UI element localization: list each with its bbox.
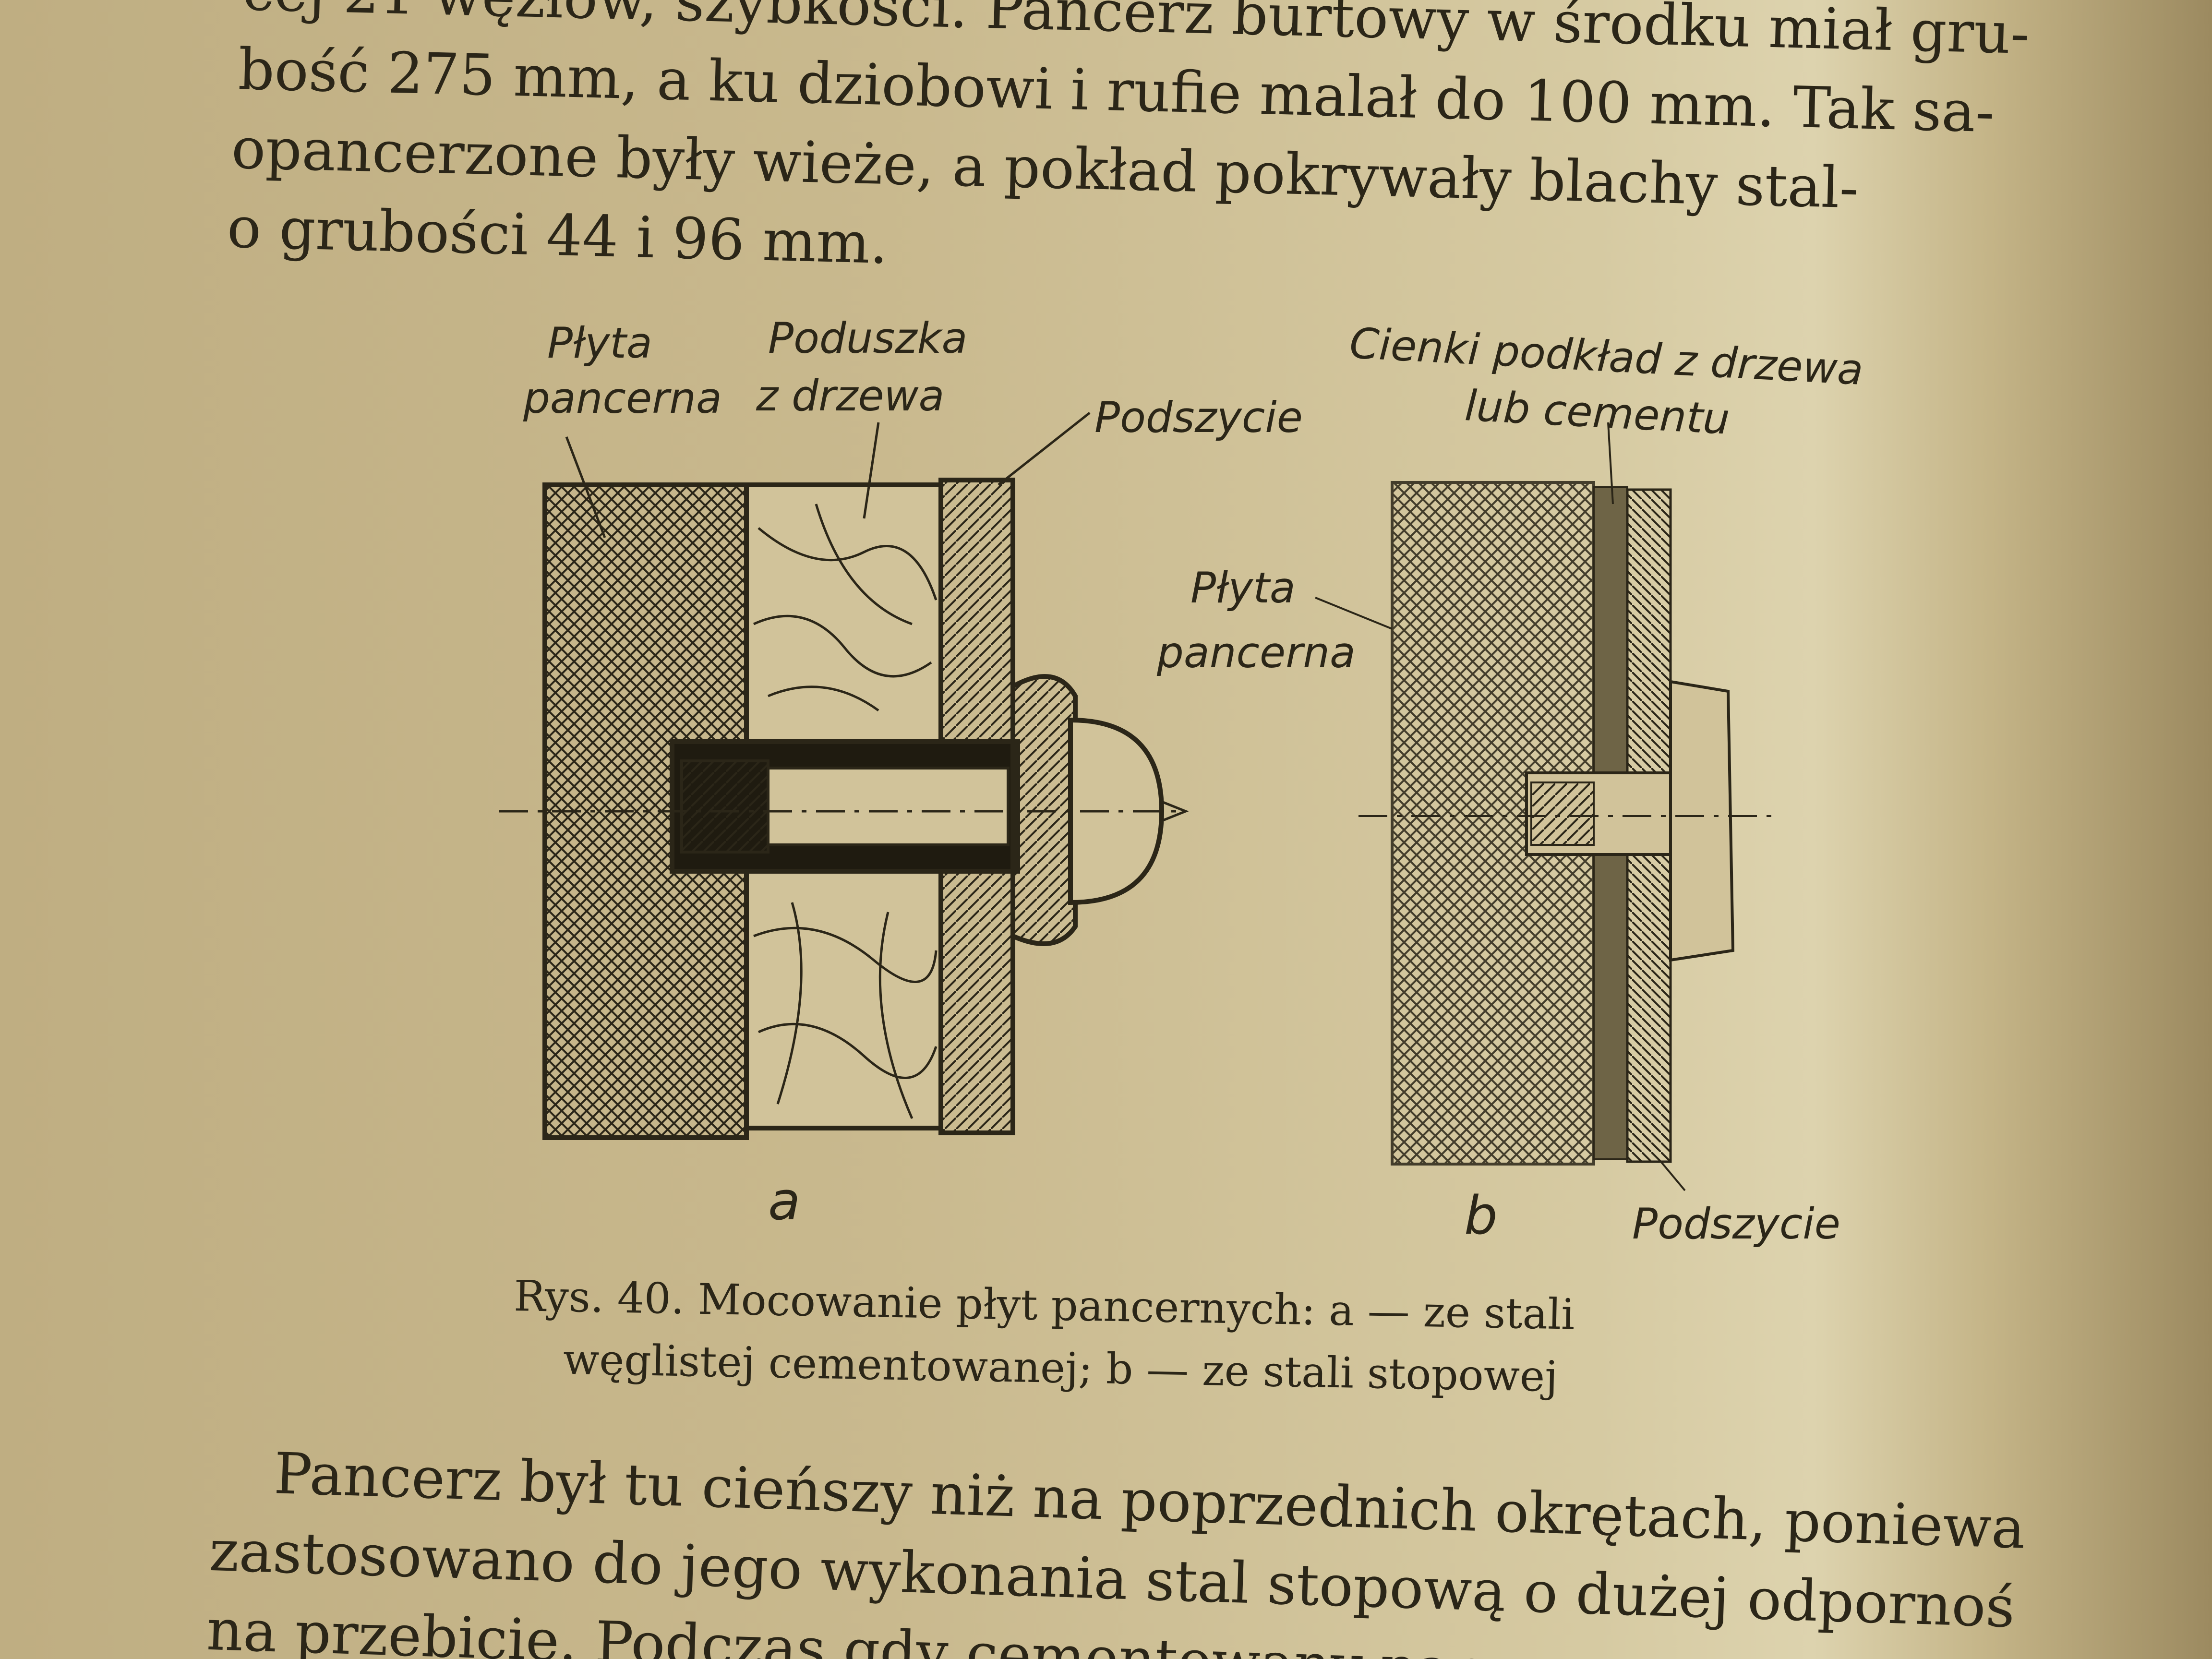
label-thin-layer-2: lub cementu	[1464, 381, 1731, 444]
label-backing-a: Podszycie	[1094, 393, 1303, 442]
figure-b	[1315, 422, 1781, 1191]
bolt-thread-b	[1530, 781, 1595, 846]
caption-line: węglistej cementowanej; b — ze stali sto…	[563, 1334, 1558, 1401]
figure-b-letter: b	[1464, 1185, 1498, 1246]
label-backing-b: Podszycie	[1632, 1199, 1840, 1249]
figure-a	[499, 412, 1189, 1140]
label-cushion: Poduszka	[768, 313, 967, 363]
figure-a-labels: Płyta pancerna Poduszka z drzewa Podszyc…	[523, 313, 1303, 1232]
figure-a-letter: a	[768, 1170, 800, 1232]
bolt-head-b	[1669, 680, 1735, 962]
wood-grain	[753, 504, 938, 1119]
bolt-thread-a	[680, 759, 769, 854]
caption-line: Rys. 40. Mocowanie płyt pancernych: a — …	[513, 1271, 1575, 1339]
label-thin-layer: Cienki podkład z drzewa	[1348, 318, 1864, 395]
bottom-paragraph: Pancerz był tu cieńszy niż na poprzednic…	[206, 1440, 2027, 1659]
figure-caption: Rys. 40. Mocowanie płyt pancernych: a — …	[513, 1271, 1575, 1401]
top-paragraph: cej 21 węzłów, szybkości. Pancerz burtow…	[227, 0, 2031, 276]
label-plate-b-2: pancerna	[1156, 628, 1356, 677]
label-plate-b: Płyta	[1190, 563, 1296, 613]
bolt-shank-a	[767, 767, 1010, 846]
label-cushion-2: z drzewa	[756, 371, 944, 421]
text-line: o grubości 44 i 96 mm.	[227, 194, 889, 276]
label-plate-a: Płyta	[547, 318, 652, 368]
label-plate-a-2: pancerna	[523, 373, 722, 423]
